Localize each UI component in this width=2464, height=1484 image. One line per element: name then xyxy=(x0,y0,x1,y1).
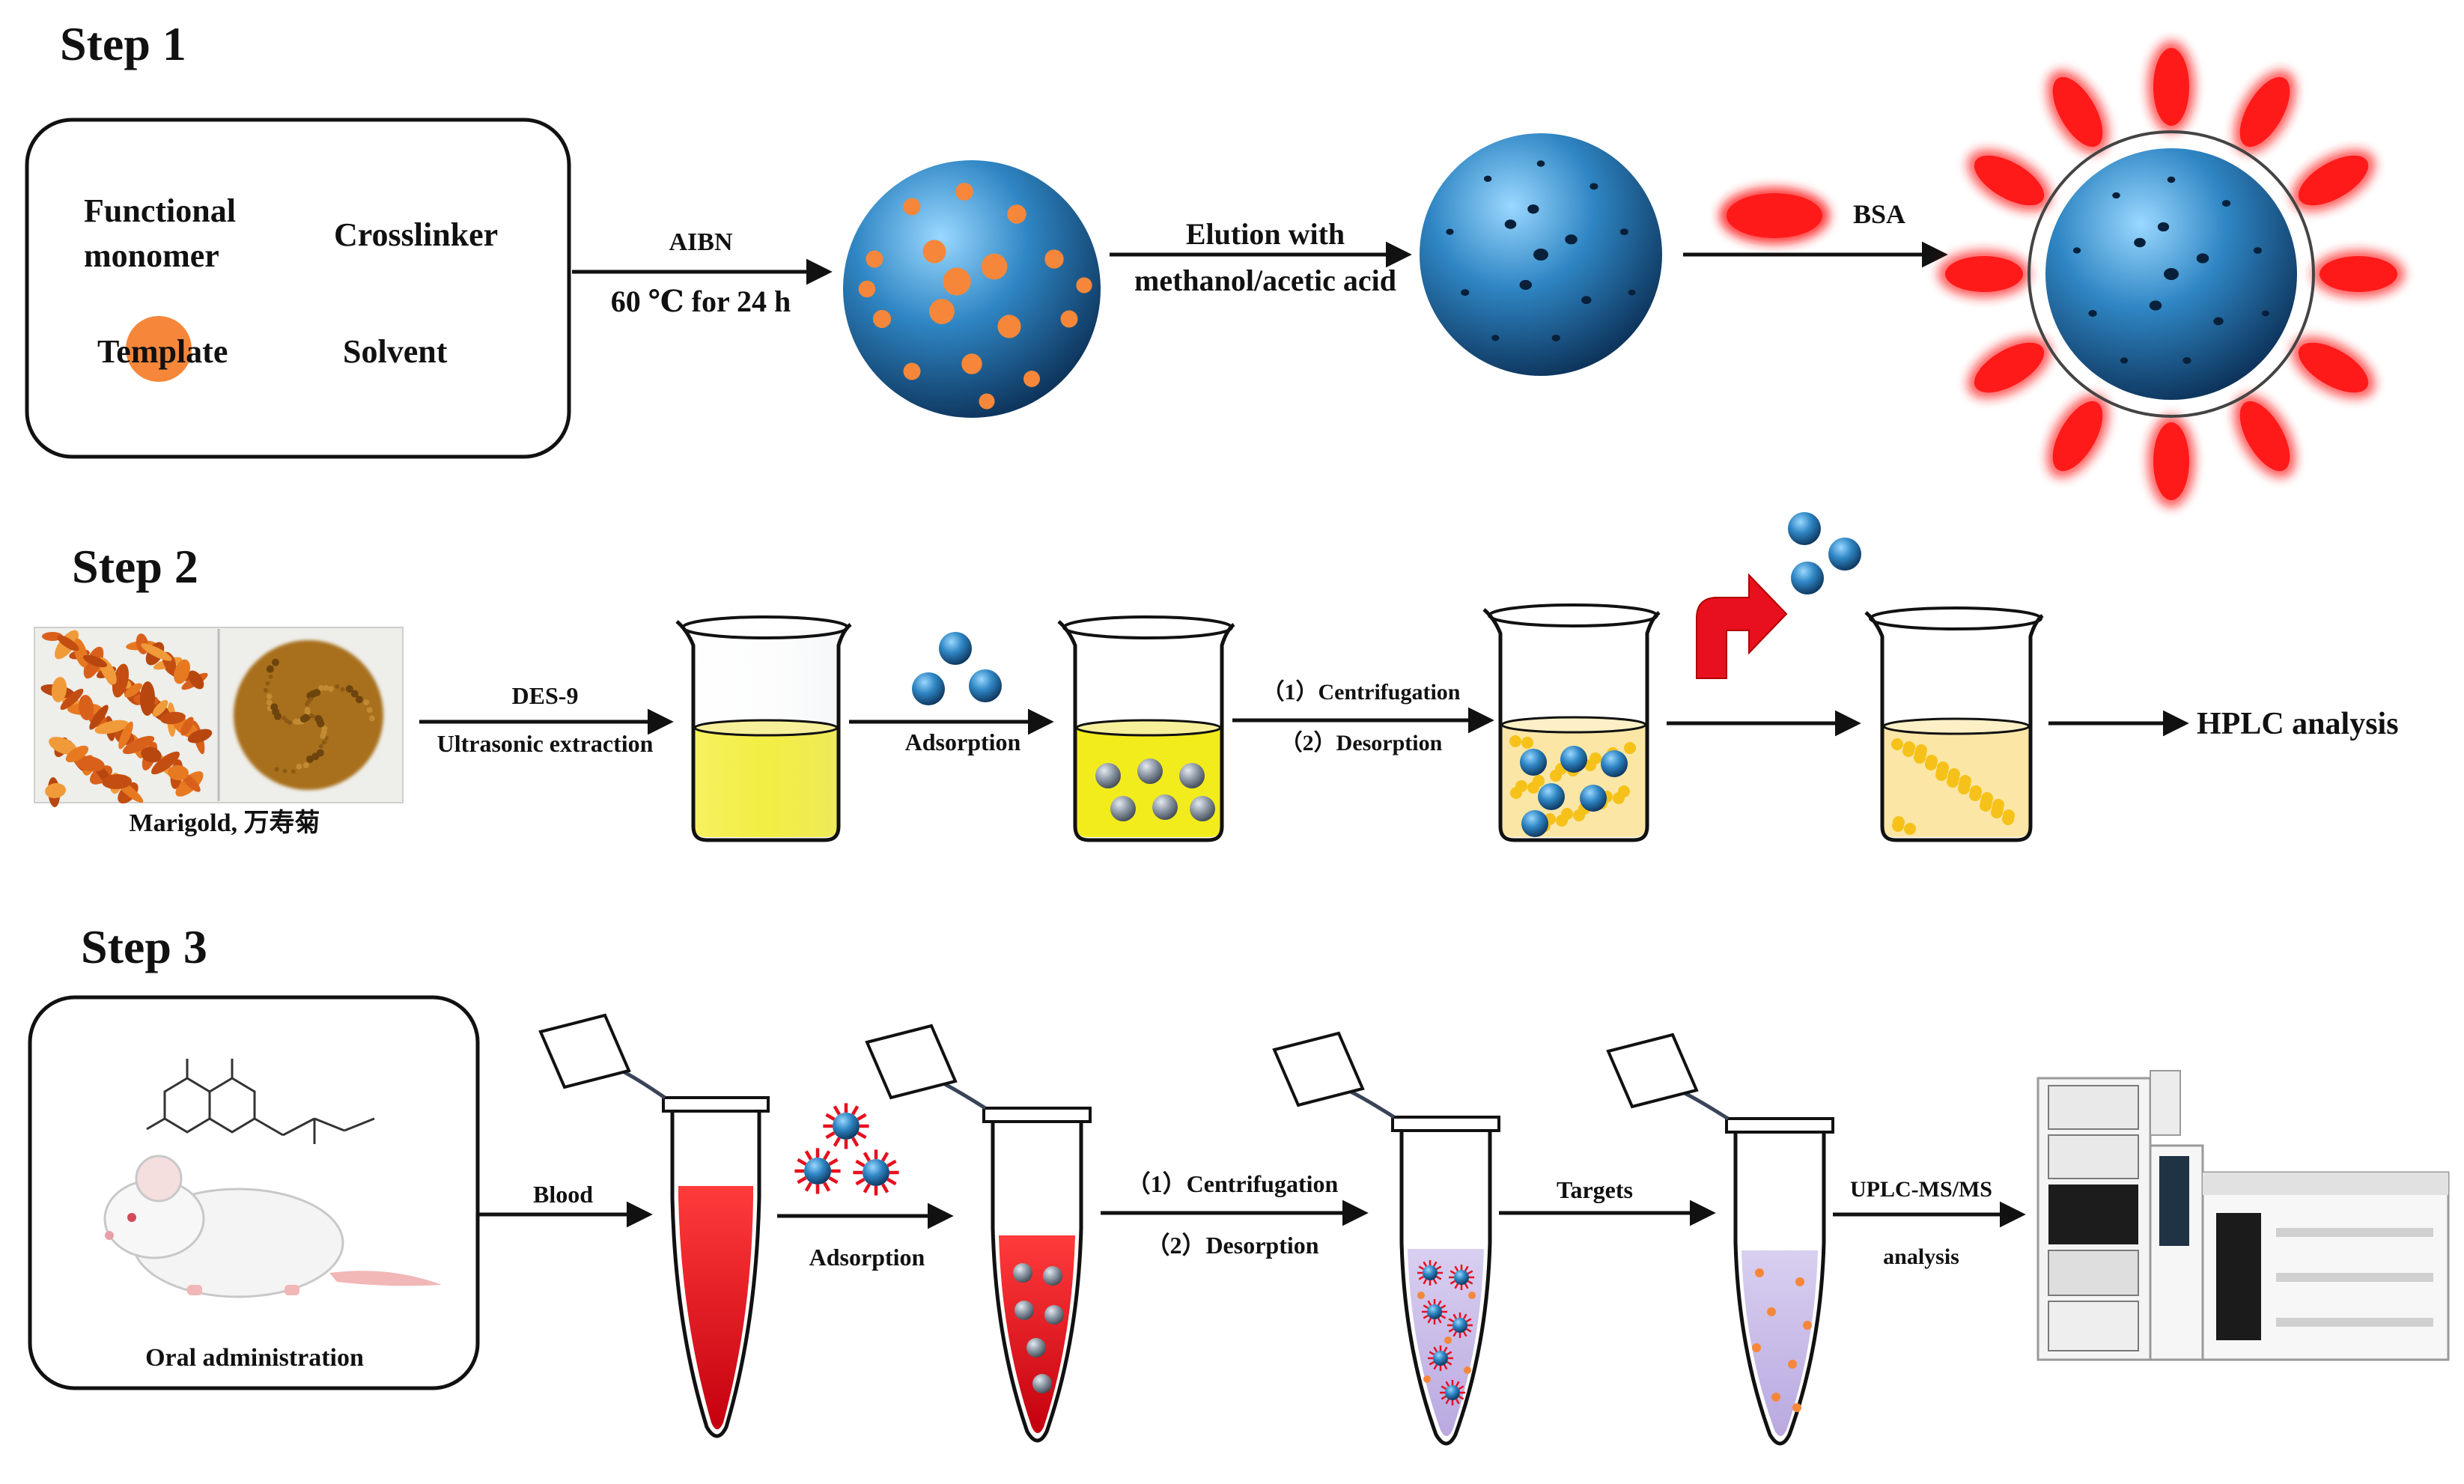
elution-label-line2: methanol/acetic acid xyxy=(1134,264,1396,297)
solvent-label: Solvent xyxy=(343,333,448,370)
bsa-mip-particles-icon xyxy=(794,1103,899,1196)
template-label: Template xyxy=(97,333,228,370)
solvent-name-label: DES-9 xyxy=(512,682,579,709)
tube-eluate xyxy=(1606,1033,1834,1446)
step2-section: Step 2 Marigold, 万寿菊 DES-9 Ultrasonic ex… xyxy=(34,512,2399,842)
step3-title: Step 3 xyxy=(81,920,207,973)
step3-section: Step 3 Oral administration Blood xyxy=(28,920,2450,1446)
tube-desorbed xyxy=(1272,1031,1500,1446)
mip-particles-icon xyxy=(912,632,1002,705)
template-loaded-mip-sphere xyxy=(843,160,1101,418)
initiator-label: AIBN xyxy=(669,228,732,256)
uplc-label-line1: UPLC-MS/MS xyxy=(1850,1177,1992,1202)
uplc-label-line2: analysis xyxy=(1883,1244,1959,1269)
step1-title: Step 1 xyxy=(60,17,186,70)
step2-title: Step 2 xyxy=(72,540,198,593)
targets-label: Targets xyxy=(1557,1176,1633,1203)
reagent-box xyxy=(25,118,571,459)
adsorption-label: Adsorption xyxy=(905,729,1021,755)
beaker-extract xyxy=(675,615,852,842)
step1-section: Step 1 Functional monomer Crosslinker Te… xyxy=(25,17,2405,508)
desorption-label-step3: （2）Desorption xyxy=(1146,1232,1318,1259)
marigold-petals-image xyxy=(40,630,213,807)
recovered-mip-particles-icon xyxy=(1788,512,1861,594)
blood-label: Blood xyxy=(533,1181,593,1208)
functional-monomer-label-line2: monomer xyxy=(84,237,219,274)
desorption-label: （2）Desorption xyxy=(1280,730,1443,755)
marigold-photo xyxy=(34,627,404,807)
mouse-icon xyxy=(103,1155,442,1298)
uplc-ms-instrument-image xyxy=(2036,1070,2450,1361)
extraction-method-label: Ultrasonic extraction xyxy=(437,730,654,757)
adsorption-label-step3: Adsorption xyxy=(809,1244,925,1271)
bsa-coated-mip xyxy=(1938,40,2405,508)
bsa-blob-icon xyxy=(1719,187,1830,244)
tube-adsorption xyxy=(865,1024,1092,1443)
hplc-label: HPLC analysis xyxy=(2197,707,2399,741)
beaker-desorbed xyxy=(1482,603,1661,842)
sample-label: Marigold, 万寿菊 xyxy=(130,809,320,837)
reaction-condition-label: 60 ℃ for 24 h xyxy=(611,285,791,318)
centrifugation-label-step3: （1）Centrifugation xyxy=(1127,1170,1339,1197)
template-icon xyxy=(126,316,192,382)
crosslinker-label: Crosslinker xyxy=(334,216,498,253)
eluted-mip-sphere xyxy=(1420,133,1662,376)
elution-label-line1: Elution with xyxy=(1186,217,1345,251)
functional-monomer-label-line1: Functional xyxy=(84,192,236,229)
recycle-arrow-icon xyxy=(1696,573,1788,679)
administration-caption: Oral administration xyxy=(145,1344,364,1372)
centrifugation-label: （1）Centrifugation xyxy=(1262,679,1461,705)
beaker-adsorption xyxy=(1057,615,1235,842)
tube-blood xyxy=(538,1013,770,1438)
beaker-eluate xyxy=(1864,606,2044,842)
chemical-structure-icon xyxy=(146,1059,375,1144)
bsa-label: BSA xyxy=(1853,199,1905,229)
